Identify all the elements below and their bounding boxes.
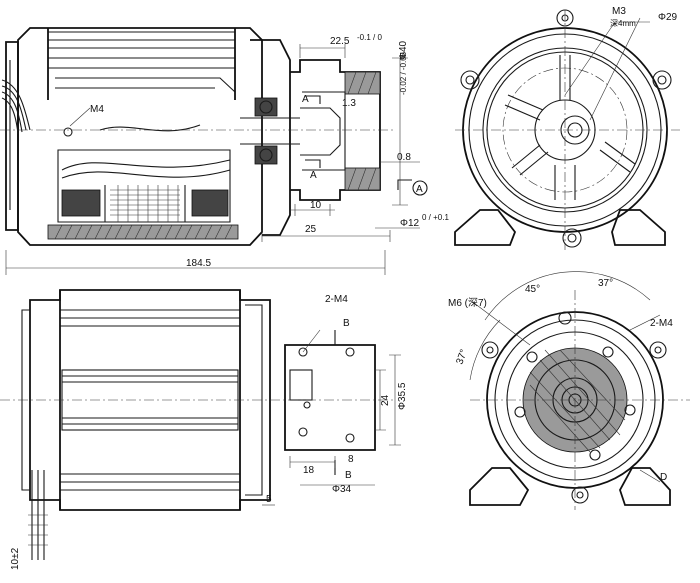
dim-22-5: 22.5 xyxy=(330,36,350,47)
end-view-bottom xyxy=(469,271,690,510)
section-a-top: A xyxy=(302,94,309,105)
angle-37-left: 37° xyxy=(454,348,470,366)
two-m4-end: 2-M4 xyxy=(650,318,673,329)
phi29-label: Φ29 xyxy=(658,12,678,23)
dim-5: 5 xyxy=(266,494,272,505)
dim-phi40: Φ40 xyxy=(398,40,409,60)
dim-phi34: Φ34 xyxy=(332,484,352,495)
dim-phi12-tol: 0 / +0.1 xyxy=(422,213,449,222)
dim-25: 25 xyxy=(305,224,317,235)
dim-22-5-tol: -0.1 / 0 xyxy=(357,33,382,42)
dim-8: 8 xyxy=(348,454,354,465)
m6-label: M6 (深7) xyxy=(448,297,487,309)
m3-label: M3 xyxy=(612,6,626,17)
two-m4-plan: 2-M4 xyxy=(325,294,348,305)
side-section-view xyxy=(0,27,428,275)
b-top: B xyxy=(343,318,350,329)
b-bottom: B xyxy=(345,470,352,481)
dim-24: 24 xyxy=(380,394,391,406)
plan-view xyxy=(0,289,401,560)
dim-0-8: 0.8 xyxy=(397,152,411,163)
angle-45: 45° xyxy=(525,284,540,295)
dim-18: 18 xyxy=(303,465,315,476)
end-view-top xyxy=(454,9,680,250)
m3-depth: 深4mm xyxy=(610,19,636,28)
view-d: D xyxy=(660,472,667,483)
dim-phi12: Φ12 xyxy=(400,218,420,229)
dim-phi40-tol: -0.02 / -0.05 xyxy=(399,51,408,95)
m4-side-label: M4 xyxy=(90,104,104,115)
dim-184-5: 184.5 xyxy=(186,258,211,269)
dim-phi35-5: Φ35.5 xyxy=(397,382,408,410)
section-a-bottom: A xyxy=(310,170,317,181)
datum-a: A xyxy=(416,184,423,195)
chamfer-label: 1.3 xyxy=(342,98,356,109)
dim-10: 10 xyxy=(310,200,322,211)
angle-37-top: 37° xyxy=(598,278,613,289)
dim-10-2: 10±2 xyxy=(10,547,21,570)
